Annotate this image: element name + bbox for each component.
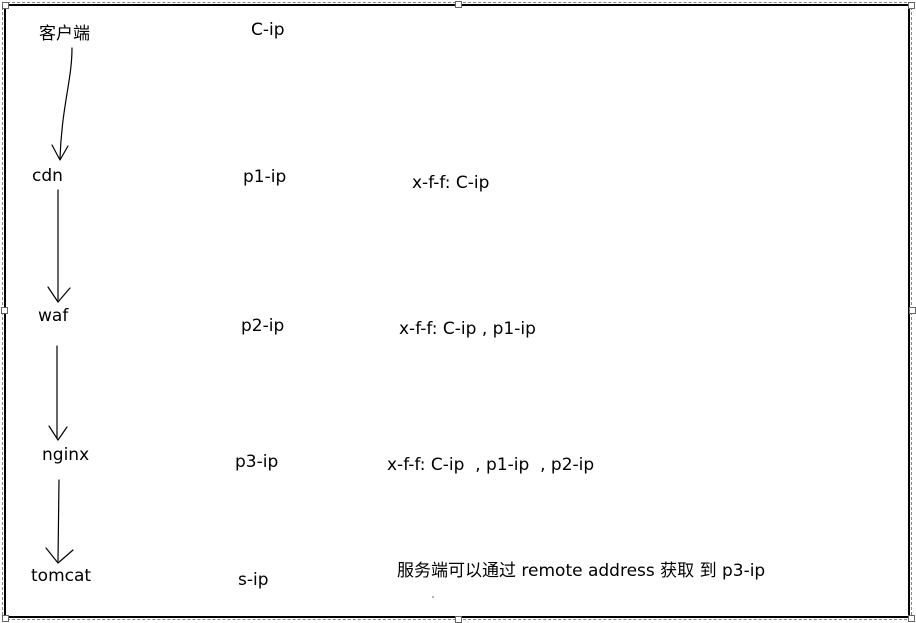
arrowhead-nginx-to-tomcat xyxy=(45,547,74,564)
ip-label-tomcat: s-ip xyxy=(238,570,269,590)
arrowhead-client-to-cdn xyxy=(51,144,69,161)
header-label-nginx: x-f-f: C-ip , p1-ip , p2-ip xyxy=(387,455,595,475)
header-label-waf: x-f-f: C-ip , p1-ip xyxy=(399,319,536,339)
arrowhead-waf-to-nginx xyxy=(48,425,68,441)
stray-dot xyxy=(432,596,434,598)
ip-label-waf: p2-ip xyxy=(241,316,285,336)
resize-handle[interactable] xyxy=(2,615,9,622)
resize-handle[interactable] xyxy=(1,307,8,314)
ip-label-cdn: p1-ip xyxy=(243,167,287,187)
resize-handle[interactable] xyxy=(908,615,915,622)
resize-handle[interactable] xyxy=(455,1,462,8)
arrow-client-to-cdn xyxy=(59,47,73,159)
node-label-cdn: cdn xyxy=(32,166,63,186)
ip-label-nginx: p3-ip xyxy=(235,452,279,472)
ip-label-client: C-ip xyxy=(251,20,285,40)
note-label-tomcat: 服务端可以通过 remote address 获取 到 p3-ip xyxy=(397,561,766,581)
resize-handle[interactable] xyxy=(2,2,9,9)
node-label-nginx: nginx xyxy=(42,445,90,465)
node-label-waf: waf xyxy=(38,306,69,326)
arrow-nginx-to-tomcat xyxy=(57,479,60,562)
node-label-client: 客户端 xyxy=(39,24,90,44)
arrowhead-cdn-to-waf xyxy=(47,286,71,303)
resize-handle[interactable] xyxy=(908,2,915,9)
header-label-cdn: x-f-f: C-ip xyxy=(412,173,490,193)
node-label-tomcat: tomcat xyxy=(31,566,92,586)
